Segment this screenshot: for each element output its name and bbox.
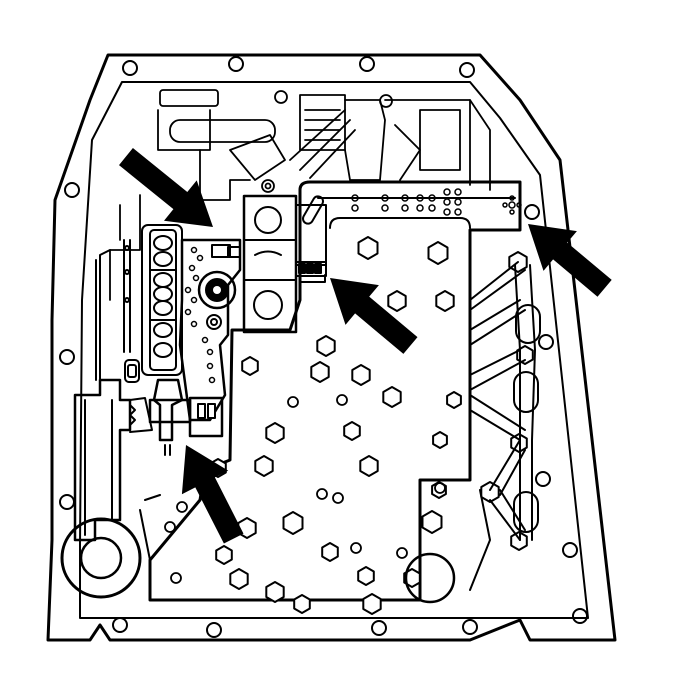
bolt-head [357,566,375,586]
bolt-head [293,594,311,614]
bolt-head [510,531,528,551]
bolt-head [382,386,402,408]
plate-bore [404,552,456,604]
plate-hole [287,396,299,408]
plate-hole [170,572,182,584]
bolt-head [241,356,259,376]
bolt-head [480,481,500,503]
bolt-head [357,236,379,260]
callout-arrows [119,148,612,544]
bolt-head [432,431,448,449]
bolt-head [362,593,382,615]
pressure-switch-block [242,194,327,334]
bolt-head [237,517,257,539]
bolt-head [446,391,462,409]
arrow-upper-left [119,148,213,227]
arrow-lower-left [181,445,244,544]
bolt-head [282,511,304,535]
bolt-head [427,241,449,265]
solenoid-harness [73,249,153,542]
case-outline [46,53,617,642]
accumulator-truss [469,261,541,591]
bolt-head [321,542,339,562]
pump-bore [60,494,161,599]
plate-hole [316,488,328,500]
valve-body-plate [148,180,522,602]
plate-hole [332,492,344,504]
bolt-head [265,581,285,603]
connector [148,378,224,456]
bolt-head [359,455,379,477]
bolt-head [387,290,407,312]
bolt-head [351,364,371,386]
bolt-heads [164,236,534,615]
bolt-head [316,335,336,357]
bolt-head [265,422,285,444]
bolt-head [310,361,330,383]
bolt-head [254,455,274,477]
bolt-head [215,545,233,565]
upper-internal-detail [109,89,491,301]
ball-pockets [123,224,183,383]
plate-hole [396,547,408,559]
plate-hole [164,521,176,533]
bolt-head [435,290,455,312]
bolt-head [229,568,249,590]
plate-hole [350,542,362,554]
plate-hole [434,482,446,494]
bolt-head [421,510,443,534]
arrow-center [330,278,418,354]
plate-hole [176,501,188,513]
plate-hole [336,394,348,406]
arrow-right [528,224,612,297]
bolt-head [403,568,421,588]
manual-valve [178,238,242,422]
bolt-head [343,421,361,441]
